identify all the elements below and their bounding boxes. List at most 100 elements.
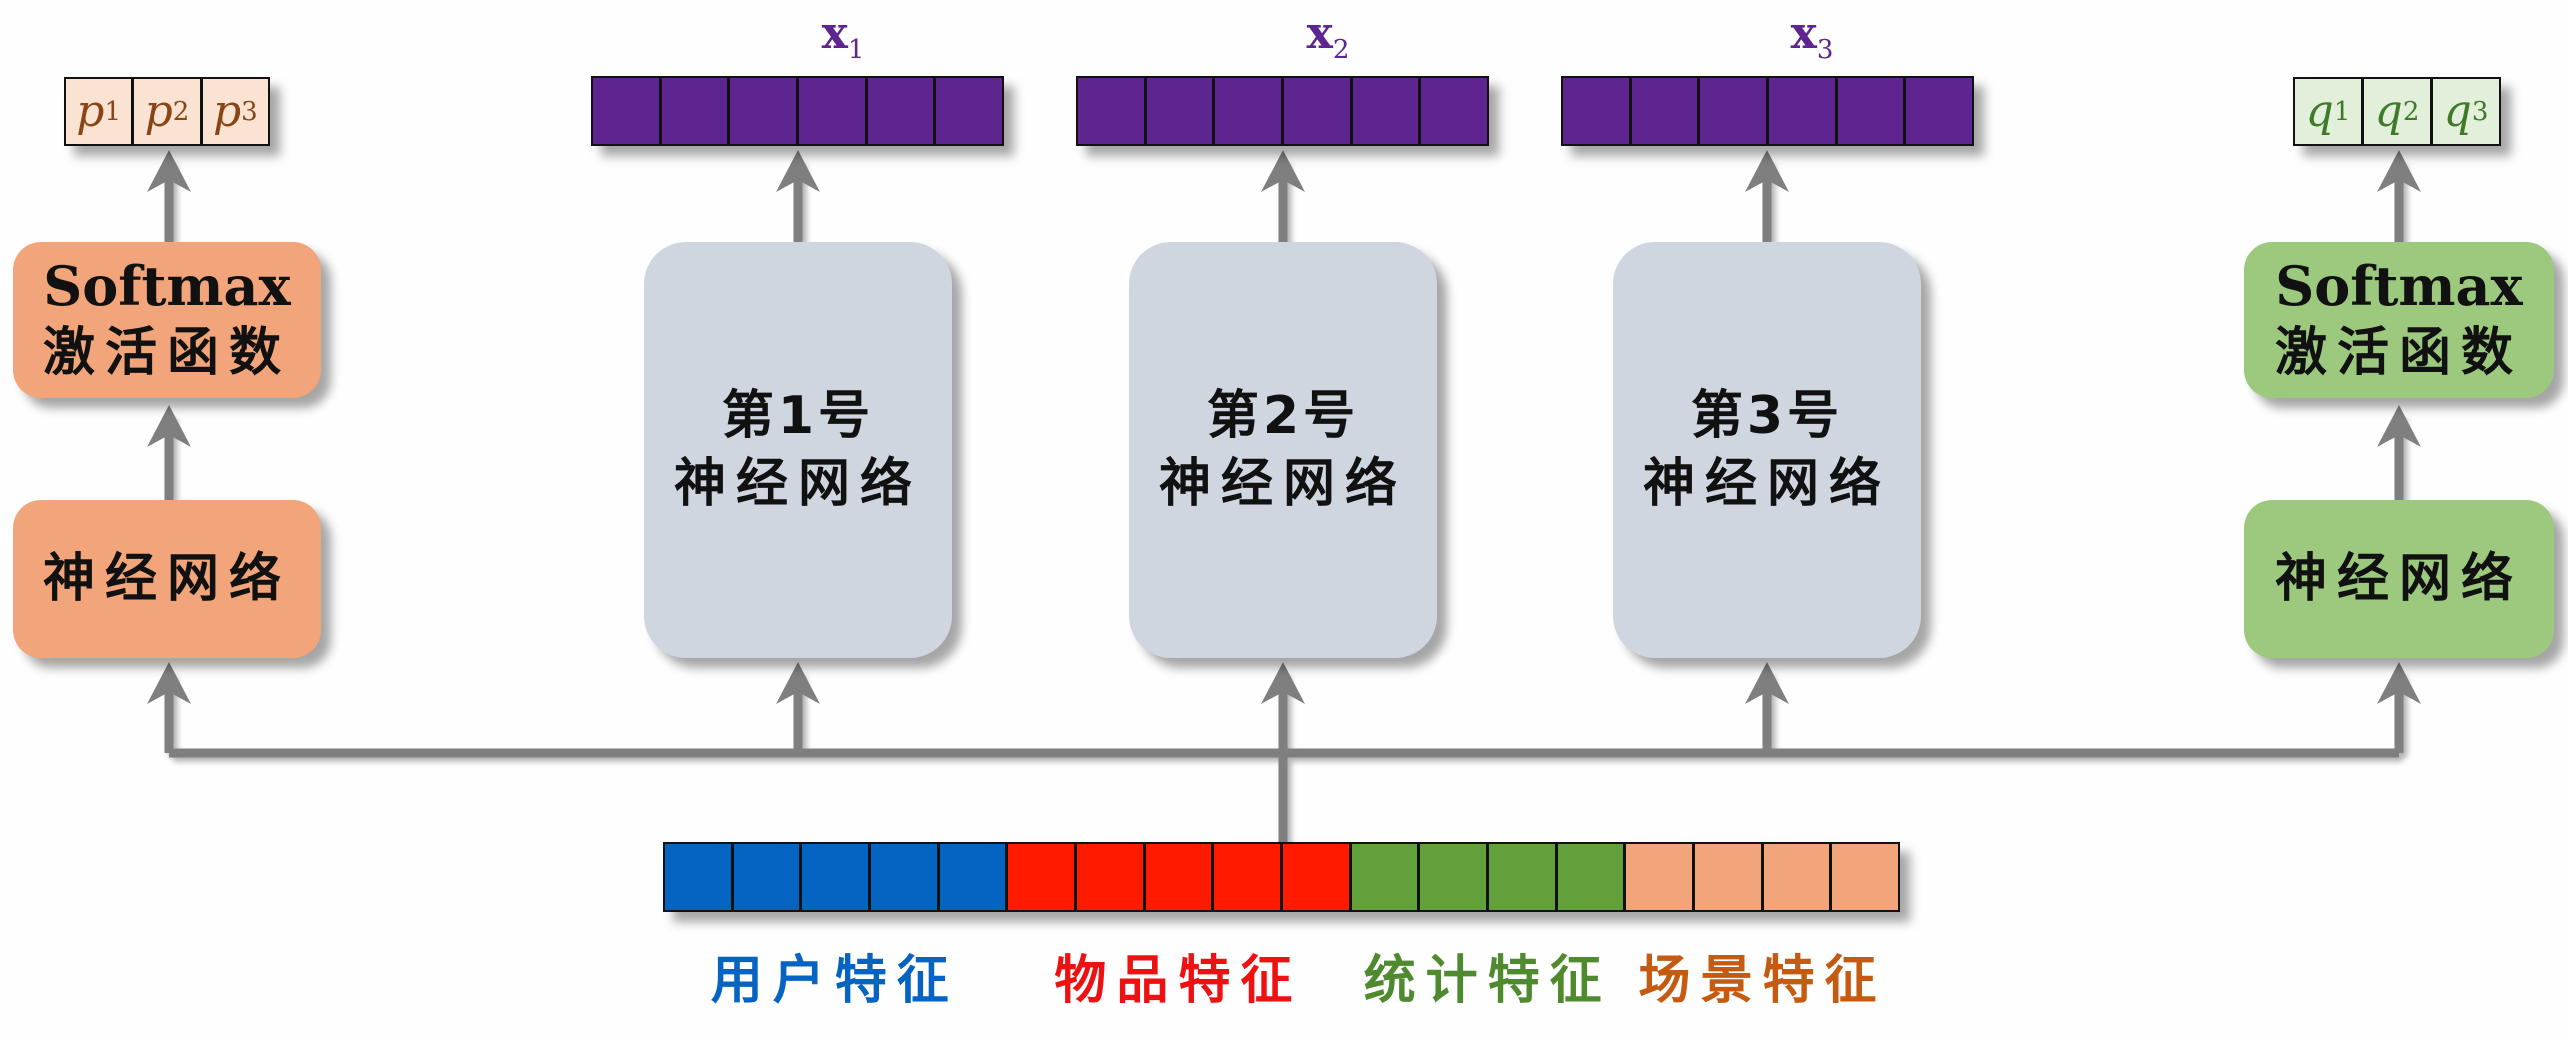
right-softmax-box: Softmax 激活函数 (2244, 242, 2554, 398)
feature-cell (1832, 844, 1899, 910)
arrowhead-icon (147, 662, 191, 704)
feature-cell (1077, 844, 1146, 910)
feature-cell (1145, 844, 1215, 910)
p-subscript: 2 (172, 96, 190, 127)
vector-symbol: x (1306, 8, 1333, 59)
feature-group-label: 统计特征 (1363, 951, 1612, 1011)
expert-output-vector (1076, 76, 1489, 146)
feature-cell (733, 844, 803, 910)
feature-cell (1283, 844, 1352, 910)
vector-cell (1769, 78, 1838, 144)
expert-network-box: 第2号 神经网络 (1129, 242, 1437, 658)
expert-subtitle: 神经网络 (673, 454, 922, 514)
q-symbol: q (2305, 86, 2334, 137)
left-nn-label: 神经网络 (42, 549, 291, 609)
right-nn-label: 神经网络 (2274, 549, 2523, 609)
vector-cell (593, 78, 662, 144)
expert-vector-label: x3 (1791, 8, 1834, 65)
q-symbol: q (2443, 86, 2472, 137)
vector-symbol: x (821, 8, 848, 59)
expert-title: 第1号 (721, 386, 875, 446)
vector-cell (1563, 78, 1632, 144)
arrowhead-icon (776, 150, 820, 192)
vector-cell (1284, 78, 1353, 144)
arrowhead-icon (1745, 662, 1789, 704)
arrowhead-icon (147, 405, 191, 447)
p-subscript: 3 (241, 96, 258, 127)
feature-cell (1557, 844, 1627, 910)
expert-title: 第3号 (1690, 386, 1844, 446)
expert-subtitle: 神经网络 (1158, 454, 1407, 514)
expert-vector-label: x2 (1307, 8, 1350, 65)
p-symbol: p (76, 86, 105, 137)
vector-cell (799, 78, 868, 144)
vector-subscript: 1 (847, 35, 865, 65)
expert-vector-label: x1 (822, 8, 865, 65)
expert-title: 第2号 (1206, 386, 1360, 446)
q-subscript: 2 (2402, 96, 2420, 127)
feature-group-label: 场景特征 (1638, 951, 1887, 1011)
feature-cell (1008, 844, 1078, 910)
vector-cell (1631, 78, 1701, 144)
feature-group-label: 用户特征 (710, 951, 959, 1011)
expert-output-vector (1561, 76, 1974, 146)
vector-cell (730, 78, 800, 144)
vector-subscript: 3 (1816, 35, 1834, 65)
feature-cell (1214, 844, 1284, 910)
vector-cell (1421, 78, 1488, 144)
expert-network-box: 第1号 神经网络 (644, 242, 952, 658)
p-symbol: p (212, 86, 242, 137)
vector-symbol: x (1790, 8, 1817, 59)
arrowhead-icon (1745, 150, 1789, 192)
vector-cell (1837, 78, 1907, 144)
feature-cell (802, 844, 872, 910)
feature-group-label: 物品特征 (1054, 951, 1303, 1011)
vector-cell (867, 78, 937, 144)
p-symbol: p (144, 86, 173, 137)
q-subscript: 3 (2471, 96, 2489, 127)
feature-cell (1695, 844, 1764, 910)
expert-network-box: 第3号 神经网络 (1613, 242, 1921, 658)
q-symbol: q (2374, 86, 2403, 137)
vector-cell (1906, 78, 1973, 144)
feature-cell (1420, 844, 1490, 910)
vector-cell (1146, 78, 1216, 144)
p-subscript: 1 (104, 96, 122, 127)
vector-cell (1700, 78, 1770, 144)
right-nn-box: 神经网络 (2244, 500, 2554, 658)
arrowhead-icon (2377, 150, 2421, 192)
expert-output-vector (591, 76, 1004, 146)
arrowhead-icon (147, 150, 191, 192)
right-softmax-title: Softmax (2275, 254, 2523, 318)
left-softmax-box: Softmax 激活函数 (13, 242, 321, 398)
vector-cell (1078, 78, 1147, 144)
feature-cell (1763, 844, 1833, 910)
feature-cell (1489, 844, 1558, 910)
vector-cell (661, 78, 731, 144)
arrowhead-icon (2377, 662, 2421, 704)
vector-cell (1352, 78, 1422, 144)
feature-cell (871, 844, 940, 910)
feature-vector (663, 842, 1900, 912)
arrowhead-icon (1261, 662, 1305, 704)
feature-cell (939, 844, 1009, 910)
arrowhead-icon (2377, 405, 2421, 447)
q-subscript: 1 (2333, 96, 2351, 127)
arrowhead-icon (776, 662, 820, 704)
feature-cell (665, 844, 734, 910)
vector-cell (936, 78, 1003, 144)
feature-cell (1351, 844, 1421, 910)
arrowhead-icon (1261, 150, 1305, 192)
left-softmax-subtitle: 激活函数 (42, 323, 291, 383)
vector-cell (1215, 78, 1285, 144)
left-nn-box: 神经网络 (13, 500, 321, 658)
right-softmax-subtitle: 激活函数 (2274, 323, 2523, 383)
